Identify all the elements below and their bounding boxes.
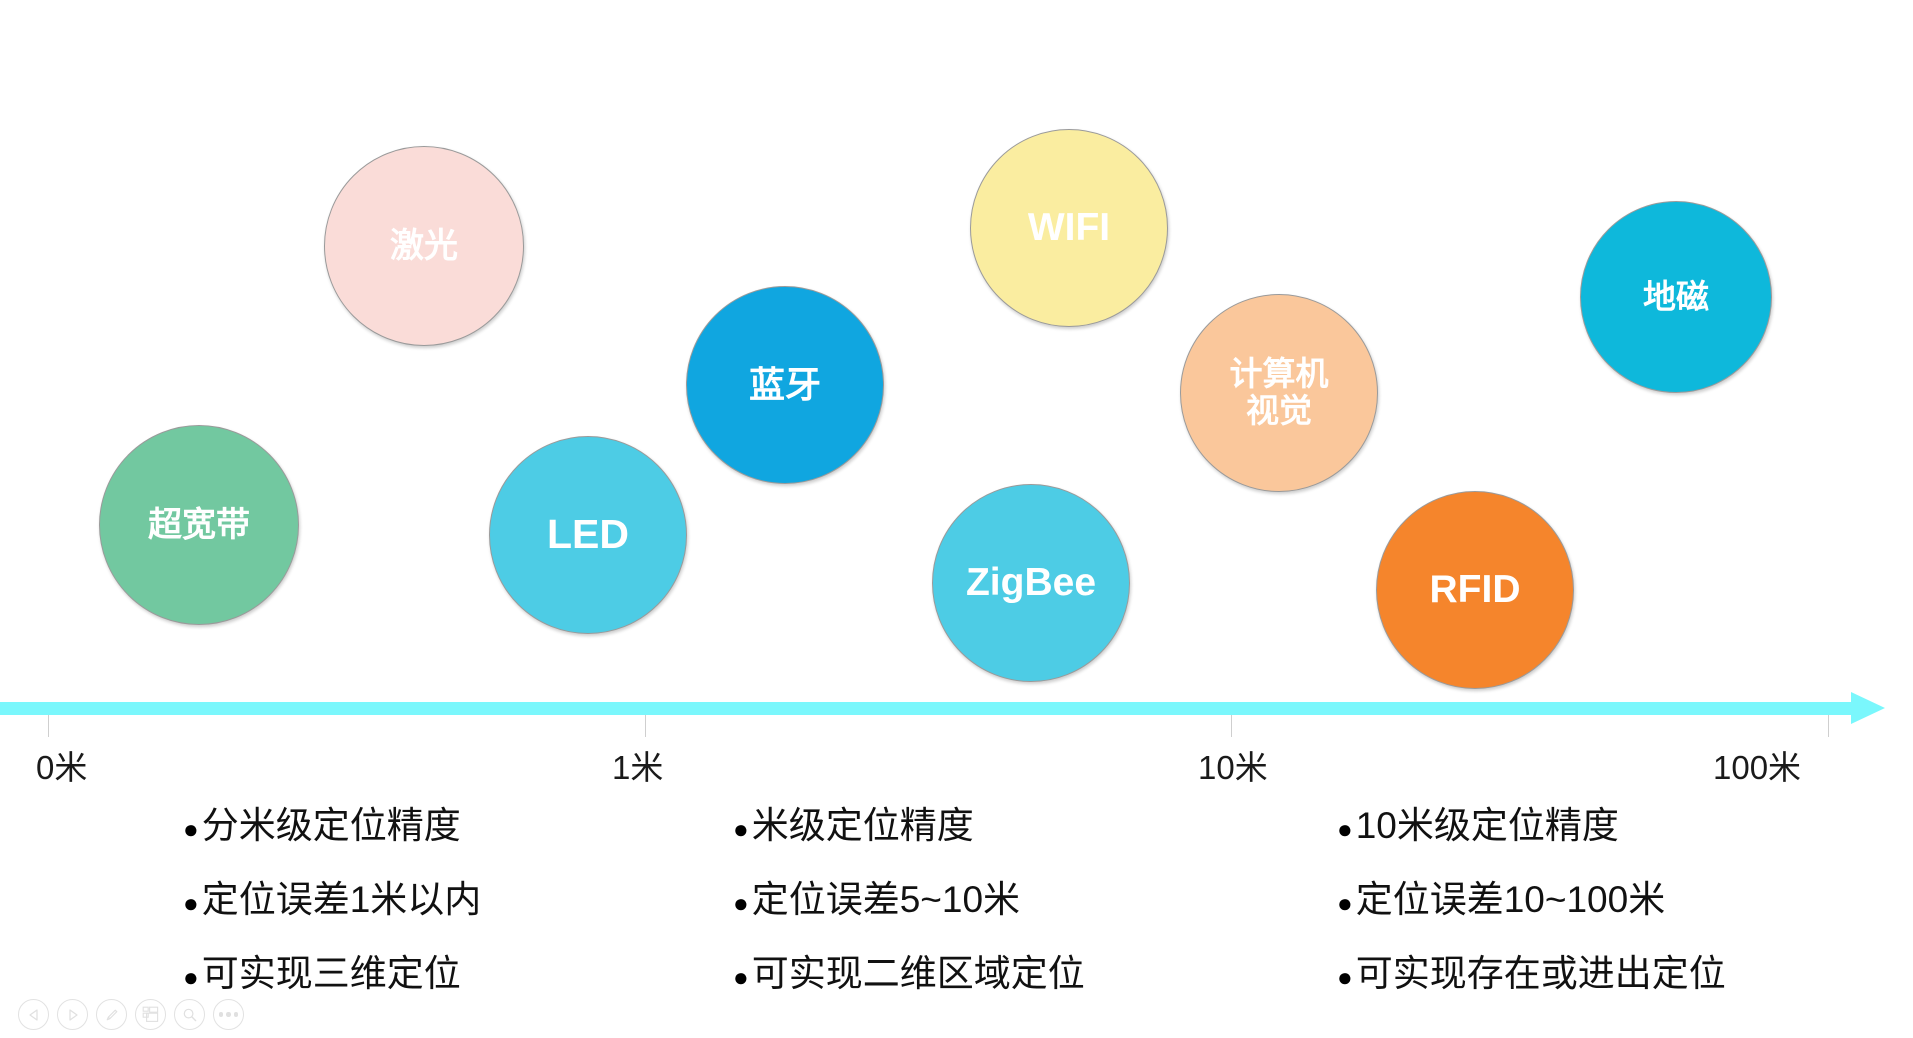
- bullet-text: 分米级定位精度: [201, 805, 461, 846]
- bubble-RFID: RFID: [1376, 491, 1574, 689]
- pen-button[interactable]: [96, 999, 127, 1030]
- bullet-item: ●可实现二维区域定位: [733, 943, 1085, 997]
- bullet-text: 定位误差1米以内: [201, 879, 482, 920]
- bullet-column-ten-meter-accuracy: ●10米级定位精度●定位误差10~100米●可实现存在或进出定位: [1337, 795, 1726, 1017]
- bullet-text: 10米级定位精度: [1355, 805, 1619, 846]
- zoom-button[interactable]: [174, 999, 205, 1030]
- bullet-text: 可实现存在或进出定位: [1355, 953, 1726, 994]
- bubble-label: 蓝牙: [748, 363, 821, 405]
- bullet-column-meter-accuracy: ●米级定位精度●定位误差5~10米●可实现二维区域定位: [733, 795, 1085, 1017]
- bullet-item: ●分米级定位精度: [183, 795, 481, 849]
- axis-tick-label: 10米: [1198, 749, 1268, 786]
- bullet-item: ●定位误差5~10米: [733, 869, 1085, 923]
- previous-slide-button[interactable]: [18, 999, 49, 1030]
- bullet-text: 定位误差5~10米: [751, 879, 1021, 920]
- bullet-text: 定位误差10~100米: [1355, 879, 1666, 920]
- bullet-text: 可实现二维区域定位: [751, 953, 1085, 994]
- bubble-WIFI: WIFI: [970, 129, 1168, 327]
- bubble-label: RFID: [1429, 568, 1521, 612]
- bullet-dot-icon: ●: [733, 888, 749, 918]
- axis-tick-label: 1米: [612, 749, 664, 786]
- bullet-item: ●定位误差1米以内: [183, 869, 481, 923]
- bubble-超宽带: 超宽带: [99, 425, 299, 625]
- bullet-item: ●可实现存在或进出定位: [1337, 943, 1726, 997]
- bubble-激光: 激光: [324, 146, 524, 346]
- bullet-text: 米级定位精度: [751, 805, 974, 846]
- bubble-ZigBee: ZigBee: [932, 484, 1130, 682]
- bullet-text: 可实现三维定位: [201, 953, 461, 994]
- bubble-蓝牙: 蓝牙: [686, 286, 884, 484]
- axis-tick: [48, 715, 49, 737]
- axis-tick: [1231, 715, 1232, 737]
- axis-tick: [645, 715, 646, 737]
- axis-tick: [1828, 715, 1829, 737]
- bullet-dot-icon: ●: [183, 888, 199, 918]
- axis-tick-label: 0米: [36, 749, 88, 786]
- slideshow-toolbar[interactable]: [18, 999, 244, 1030]
- bullet-column-decimeter-accuracy: ●分米级定位精度●定位误差1米以内●可实现三维定位: [183, 795, 481, 1017]
- next-slide-button[interactable]: [57, 999, 88, 1030]
- bullet-item: ●可实现三维定位: [183, 943, 481, 997]
- slide-overview-button[interactable]: [135, 999, 166, 1030]
- bullet-item: ●10米级定位精度: [1337, 795, 1726, 849]
- bubble-label: 计算机 视觉: [1229, 355, 1329, 429]
- bubble-LED: LED: [489, 436, 687, 634]
- pen-icon: [104, 1007, 120, 1023]
- bullet-item: ●米级定位精度: [733, 795, 1085, 849]
- axis-line: [0, 702, 1855, 715]
- bubble-label: ZigBee: [965, 561, 1097, 605]
- bubble-label: 地磁: [1643, 277, 1709, 315]
- bullet-dot-icon: ●: [733, 962, 749, 992]
- bubble-地磁: 地磁: [1580, 201, 1772, 393]
- axis-arrow-icon: [1851, 692, 1885, 724]
- bullet-dot-icon: ●: [733, 814, 749, 844]
- bullet-dot-icon: ●: [1337, 888, 1353, 918]
- grid-slides-icon: [142, 1006, 159, 1023]
- bullet-dot-icon: ●: [1337, 814, 1353, 844]
- bullet-dot-icon: ●: [183, 962, 199, 992]
- more-options-button[interactable]: [213, 999, 244, 1030]
- bubble-计算机视觉: 计算机 视觉: [1180, 294, 1378, 492]
- bubble-label: 超宽带: [148, 505, 250, 544]
- triangle-right-icon: [66, 1008, 80, 1022]
- bubble-label: 激光: [390, 226, 458, 265]
- bullet-item: ●定位误差10~100米: [1337, 869, 1726, 923]
- bullet-dot-icon: ●: [183, 814, 199, 844]
- axis-tick-label: 100米: [1713, 749, 1802, 786]
- magnifier-icon: [182, 1007, 198, 1023]
- ellipsis-icon: [218, 1012, 239, 1017]
- bubble-label: LED: [547, 511, 629, 558]
- distance-axis: 0米 1米 10米 100米: [0, 692, 1913, 786]
- bubble-label: WIFI: [1027, 206, 1111, 250]
- bullet-dot-icon: ●: [1337, 962, 1353, 992]
- triangle-left-icon: [27, 1008, 41, 1022]
